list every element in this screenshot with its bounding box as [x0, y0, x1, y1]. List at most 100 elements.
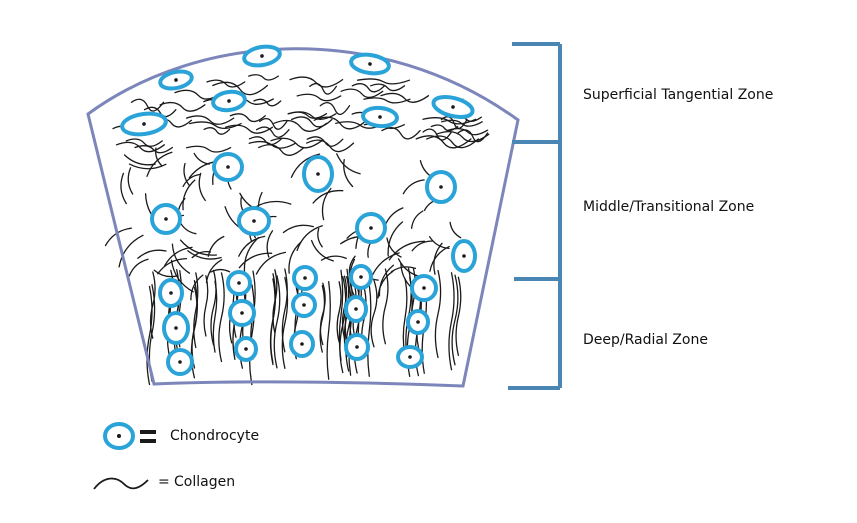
collagen-fiber	[386, 237, 402, 258]
collagen-fiber	[125, 138, 163, 147]
collagen-fiber	[451, 274, 459, 366]
chondrocyte-nucleus	[303, 276, 307, 280]
chondrocyte-cell	[162, 311, 190, 345]
legend-icons	[93, 422, 156, 490]
chondrocyte-nucleus	[316, 172, 320, 176]
collagen-fiber	[203, 127, 231, 135]
chondrocyte-nucleus	[422, 286, 426, 290]
collagen-fiber	[291, 116, 333, 128]
chondrocyte-nucleus	[408, 355, 412, 359]
collagen-fiber	[224, 124, 274, 134]
chondrocyte-cell	[158, 278, 184, 308]
collagen-fiber	[390, 266, 417, 273]
collagen-fiber	[146, 285, 153, 386]
collagen-fiber	[159, 101, 206, 112]
collagen-fiber	[377, 270, 394, 299]
chondrocyte-cell	[150, 203, 182, 235]
collagen-fiber	[183, 162, 191, 187]
collagen-fiber	[338, 269, 344, 361]
collagen-fiber	[306, 136, 344, 147]
collagen-fiber	[185, 145, 232, 153]
collagen-fiber	[378, 264, 395, 297]
collagen-fiber	[143, 106, 177, 118]
collagen-fiber	[248, 136, 283, 146]
chondrocyte-nucleus	[178, 360, 182, 364]
chondrocyte-cell	[289, 330, 315, 358]
chondrocyte-cell	[431, 95, 475, 119]
collagen-fiber	[455, 276, 462, 356]
collagen-fiber	[321, 187, 332, 221]
collagen-fiber	[290, 153, 321, 178]
chondrocyte-cell	[166, 348, 194, 376]
collagen-fiber	[312, 189, 344, 204]
collagen-fiber	[370, 83, 406, 92]
collagen-fiber	[449, 221, 462, 239]
collagen-fiber	[258, 144, 305, 156]
collagen-fiber	[193, 152, 210, 165]
chondrocyte-nucleus	[416, 320, 420, 324]
chondrocyte-cell	[396, 345, 424, 369]
collagen-fiber	[248, 74, 279, 81]
collagen-fiber	[134, 145, 174, 154]
collagen-fiber	[281, 268, 288, 353]
collagen-fiber	[137, 249, 167, 259]
tissue-outline	[86, 47, 520, 388]
collagen-fiber	[153, 269, 179, 278]
collagen-fiber	[146, 151, 173, 177]
collagen-fiber	[287, 111, 337, 120]
collagen-fiber	[296, 225, 323, 252]
legend-collagen-label: Collagen	[174, 474, 236, 490]
collagen-fiber	[203, 275, 209, 337]
legend-equals-icon	[140, 430, 156, 443]
collagen-fiber	[402, 179, 425, 195]
collagen-fiber	[218, 272, 225, 363]
collagen-fiber	[319, 285, 326, 353]
chondrocyte-cell	[292, 265, 318, 291]
collagen-fiber	[179, 239, 218, 256]
chondrocyte-cell	[302, 155, 334, 193]
chondrocyte-nucleus	[451, 105, 455, 109]
legend-chondrocyte-icon	[103, 422, 135, 450]
chondrocyte-nucleus	[240, 311, 244, 315]
legend-chondrocyte-nucleus-icon	[117, 434, 121, 438]
collagen-fiber	[388, 240, 426, 261]
collagen-fiber	[320, 255, 347, 261]
collagen-fiber	[289, 76, 344, 88]
chondrocyte-cell	[211, 89, 247, 113]
chondrocyte-cell	[406, 309, 430, 335]
collagen-fiber	[155, 147, 163, 167]
chondrocyte-nucleus	[354, 307, 358, 311]
chondrocyte-cells	[120, 44, 477, 376]
chondrocyte-cell	[234, 336, 258, 362]
collagen-fiber	[171, 243, 191, 274]
collagen-fiber	[255, 251, 287, 275]
collagen-fiber	[380, 92, 430, 103]
collagen-fiber	[198, 172, 206, 202]
chondrocyte-cell	[349, 52, 391, 76]
collagen-fiber	[435, 131, 490, 143]
collagen-fiber	[317, 227, 323, 248]
chondrocyte-nucleus	[368, 62, 372, 66]
collagen-fiber	[309, 82, 338, 95]
zone-label-middle: Middle/Transitional Zone	[583, 199, 755, 215]
chondrocyte-nucleus	[302, 303, 306, 307]
collagen-fiber	[190, 274, 204, 301]
chondrocyte-cell	[120, 111, 168, 137]
collagen-fiber	[120, 172, 127, 205]
legend-collagen-icon	[93, 477, 149, 490]
collagen-fiber	[229, 113, 266, 123]
chondrocyte-cell	[355, 212, 387, 244]
chondrocyte-nucleus	[174, 78, 178, 82]
chondrocyte-cell	[425, 170, 457, 204]
chondrocyte-nucleus	[359, 275, 363, 279]
collagen-fiber	[313, 116, 368, 130]
collagen-fiber	[370, 279, 378, 348]
chondrocyte-nucleus	[169, 291, 173, 295]
legend-chondrocyte-label: Chondrocyte	[170, 428, 260, 444]
collagen-fiber	[130, 98, 165, 112]
collagen-fiber	[191, 251, 212, 259]
collagen-fiber	[273, 119, 328, 132]
collagen-fiber	[210, 268, 231, 273]
collagen-fiber	[210, 269, 217, 346]
